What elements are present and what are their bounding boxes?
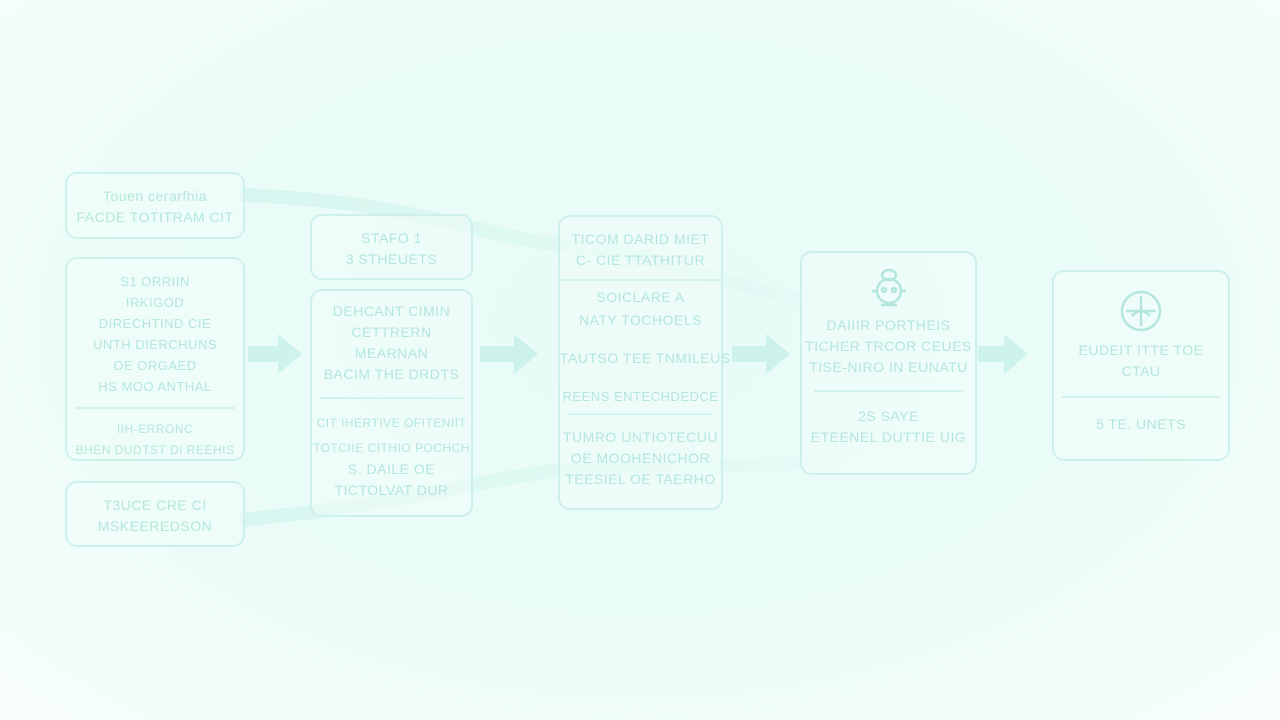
- stage-4-body-line-2: CTAU: [1121, 363, 1161, 379]
- stage-1-body-box: DEHCANT CIMIN CETTRERN MEARNAN BACIM THE…: [310, 289, 473, 517]
- arrow-icon: [978, 334, 1028, 374]
- arrow-icon: [480, 334, 538, 374]
- stage-1-footer-line-2: TOTCIIE CITHIO POCHCH: [313, 441, 470, 455]
- stage-2-subtitle: C- CIE TTATHITUR: [575, 252, 706, 268]
- input-box-3: T3UCE CRE CI MSKEEREDSON: [65, 481, 245, 547]
- input-box-2-line-2: IRKIGOD: [125, 295, 185, 310]
- arrow-icon: [248, 334, 302, 374]
- stage-3-body-line-2: TICHER TRCOR CEUES: [805, 338, 972, 354]
- stage-2-title: TICOM DARID MIET: [571, 231, 710, 247]
- stage-3-divider: [814, 390, 963, 392]
- stage-3-footer-line-1: 2S SAYE: [858, 408, 919, 424]
- robot-icon: [871, 268, 906, 307]
- input-box-1-line-2: FACDE TOTITRAM CIT: [76, 209, 234, 225]
- stage-1-header-box: STAFO 1 3 STHEUETS: [310, 214, 473, 280]
- stage-3-body-line-1: DAIIIR PORTHEIS: [826, 317, 951, 333]
- stage-2-body-line-2: NATY TOCHOELS: [579, 312, 702, 328]
- stage-3-box: DAIIIR PORTHEIS TICHER TRCOR CEUES TISE-…: [800, 251, 977, 475]
- stage-2-body-line-1: SOICLARE A: [596, 289, 685, 305]
- stage-1-subtitle: 3 STHEUETS: [345, 251, 438, 267]
- stage-1-footer-line-1: CIT IHERTIVE OFITENIIT: [316, 416, 467, 430]
- input-box-2-line-5: OE ORGAED: [113, 358, 197, 373]
- input-box-1: Touen cerarfhia FACDE TOTITRAM CIT: [65, 172, 245, 239]
- stage-2-body-line-4: REENS ENTECHDEDCE: [562, 389, 719, 404]
- stage-2-footer-line-1: TUMRO UNTIOTECUU: [563, 429, 718, 445]
- input-box-2-line-4: UNTH DIERCHUNS: [93, 337, 217, 352]
- stage-1-footer-line-3: S. DAILE OE: [347, 461, 436, 477]
- input-box-2-line-7: IIH-ERRONC: [116, 422, 194, 436]
- target-icon: [1120, 290, 1162, 332]
- stage-1-body-line-2: CETTRERN: [351, 324, 432, 340]
- stage-2-footer-line-3: TEESIEL OE TAERHO: [565, 471, 716, 487]
- input-box-2-line-1: S1 ORRIIN: [120, 274, 190, 289]
- stage-1-divider: [320, 397, 463, 399]
- stage-1-title: STAFO 1: [361, 230, 422, 246]
- stage-2-divider-2: [568, 413, 713, 415]
- input-box-2-line-6: HS MOO ANTHAL: [98, 379, 212, 394]
- input-box-1-line-1: Touen cerarfhia: [102, 188, 207, 204]
- stage-2-body-line-3: TAUTSO TEE TNMILEUS: [560, 350, 731, 366]
- stage-2-box: TICOM DARID MIET C- CIE TTATHITUR SOICLA…: [558, 215, 731, 510]
- stage-1-body-line-1: DEHCANT CIMIN: [332, 303, 451, 319]
- input-box-3-line-2: MSKEEREDSON: [97, 518, 213, 534]
- stage-1-body-line-4: BACIM THE DRDTS: [323, 366, 460, 382]
- input-box-2-divider: [75, 407, 235, 409]
- stage-4-divider: [1062, 396, 1220, 398]
- arrow-icon: [732, 334, 790, 374]
- stage-3-body-line-3: TISE-NIRO IN EUNATU: [809, 359, 968, 375]
- input-box-3-line-1: T3UCE CRE CI: [103, 497, 207, 513]
- stage-2-divider-1: [560, 279, 721, 281]
- stage-4-box: EUDEIT ITTE TOE CTAU 5 TE. UNETS: [1052, 270, 1230, 461]
- input-box-2-line-8: BHEN DUDTST DI REEHIS: [75, 443, 235, 457]
- stage-4-footer-line-1: 5 TE. UNETS: [1095, 416, 1187, 432]
- stage-2-footer-line-2: OE MOOHENICHOR: [570, 450, 711, 466]
- input-box-2-line-3: DIRECHTIND CIE: [98, 316, 212, 331]
- input-box-2: S1 ORRIIN IRKIGOD DIRECHTIND CIE UNTH DI…: [65, 257, 245, 461]
- stage-4-body-line-1: EUDEIT ITTE TOE: [1078, 342, 1204, 358]
- stage-1-body-line-3: MEARNAN: [354, 345, 429, 361]
- stage-1-footer-line-4: TICTOLVAT DUR: [334, 482, 449, 498]
- stage-3-footer-line-2: ETEENEL DUTTIE UIG: [810, 429, 967, 445]
